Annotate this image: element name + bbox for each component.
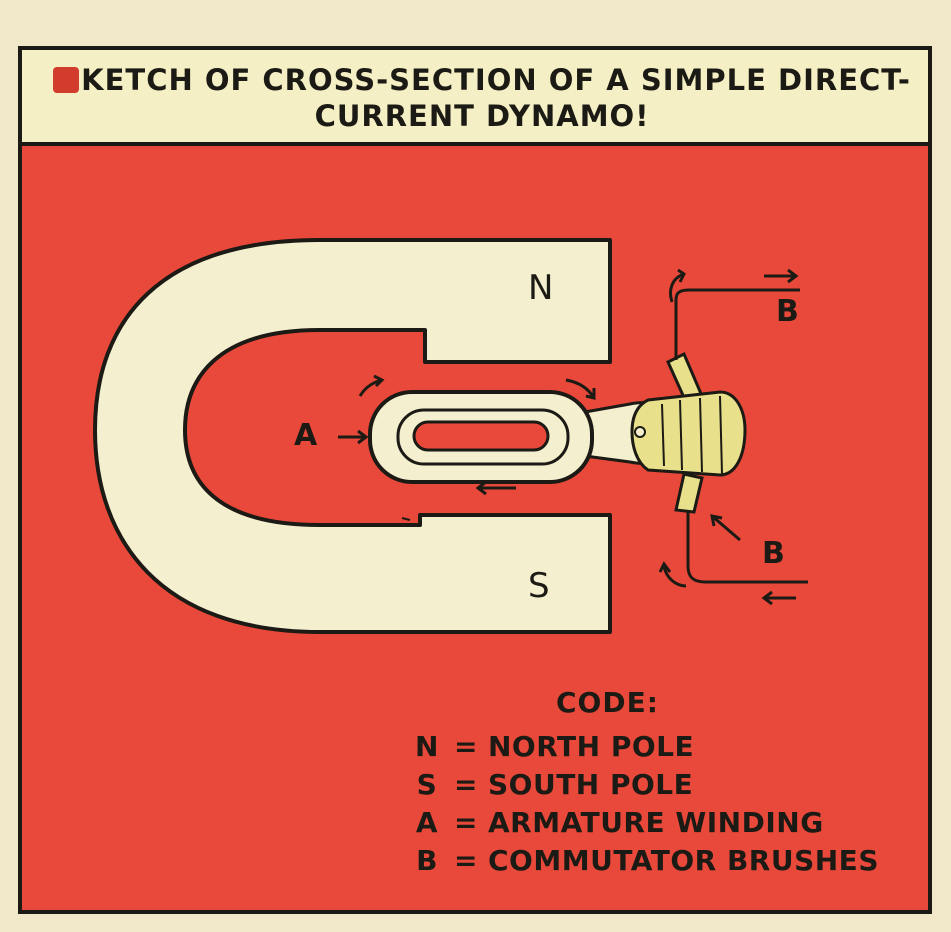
- arrow-bottom-left: [761, 590, 796, 606]
- legend-key: N: [415, 730, 439, 763]
- legend-equals: =: [454, 844, 478, 877]
- pointer-b-bottom: [710, 514, 741, 542]
- legend-key: S: [416, 768, 438, 801]
- bottom-brush: [674, 472, 704, 514]
- legend-equals: =: [454, 806, 478, 839]
- legend-row: A = ARMATURE WINDING: [410, 806, 824, 839]
- legend-text: NORTH POLE: [488, 730, 695, 763]
- diagram-title: KETCH OF CROSS-SECTION OF A SIMPLE DIREC…: [52, 62, 912, 134]
- drop-cap-icon: [53, 67, 80, 93]
- legend-equals: =: [454, 768, 478, 801]
- commutator: [630, 390, 747, 477]
- legend-row: N = NORTH POLE: [410, 730, 694, 763]
- legend-key: A: [415, 806, 439, 839]
- armature-core: [412, 420, 550, 452]
- arrow-armature-bottom: [475, 480, 516, 496]
- north-pole-label: N: [528, 268, 554, 308]
- horseshoe-magnet: [93, 238, 612, 634]
- top-wire: [674, 288, 800, 360]
- armature-label: A: [294, 418, 318, 453]
- arrow-armature-top-left: [358, 374, 385, 397]
- arrow-bottom-curl: [658, 561, 687, 588]
- brush-bottom-label: B: [762, 536, 785, 571]
- south-pole-label: S: [528, 566, 550, 606]
- caption-box: KETCH OF CROSS-SECTION OF A SIMPLE DIREC…: [22, 50, 928, 146]
- bottom-wire: [686, 512, 808, 584]
- legend-equals: =: [454, 730, 478, 763]
- brush-top-label: B: [776, 294, 799, 329]
- legend-text: ARMATURE WINDING: [488, 806, 824, 839]
- title-line-1: KETCH OF CROSS-SECTION OF A SIMPLE DIREC…: [81, 63, 911, 97]
- legend-key: B: [416, 844, 438, 877]
- arrow-top-curl: [669, 268, 686, 303]
- pointer-a: [338, 429, 369, 445]
- legend-text: SOUTH POLE: [488, 768, 694, 801]
- legend-text: COMMUTATOR BRUSHES: [488, 844, 879, 877]
- code-title: CODE:: [556, 686, 659, 719]
- arrow-top-right: [764, 268, 799, 284]
- legend-row: B = COMMUTATOR BRUSHES: [410, 844, 879, 877]
- title-line-2: CURRENT DYNAMO!: [314, 99, 650, 133]
- arrow-armature-top-right: [565, 378, 596, 400]
- legend-row: S = SOUTH POLE: [410, 768, 693, 801]
